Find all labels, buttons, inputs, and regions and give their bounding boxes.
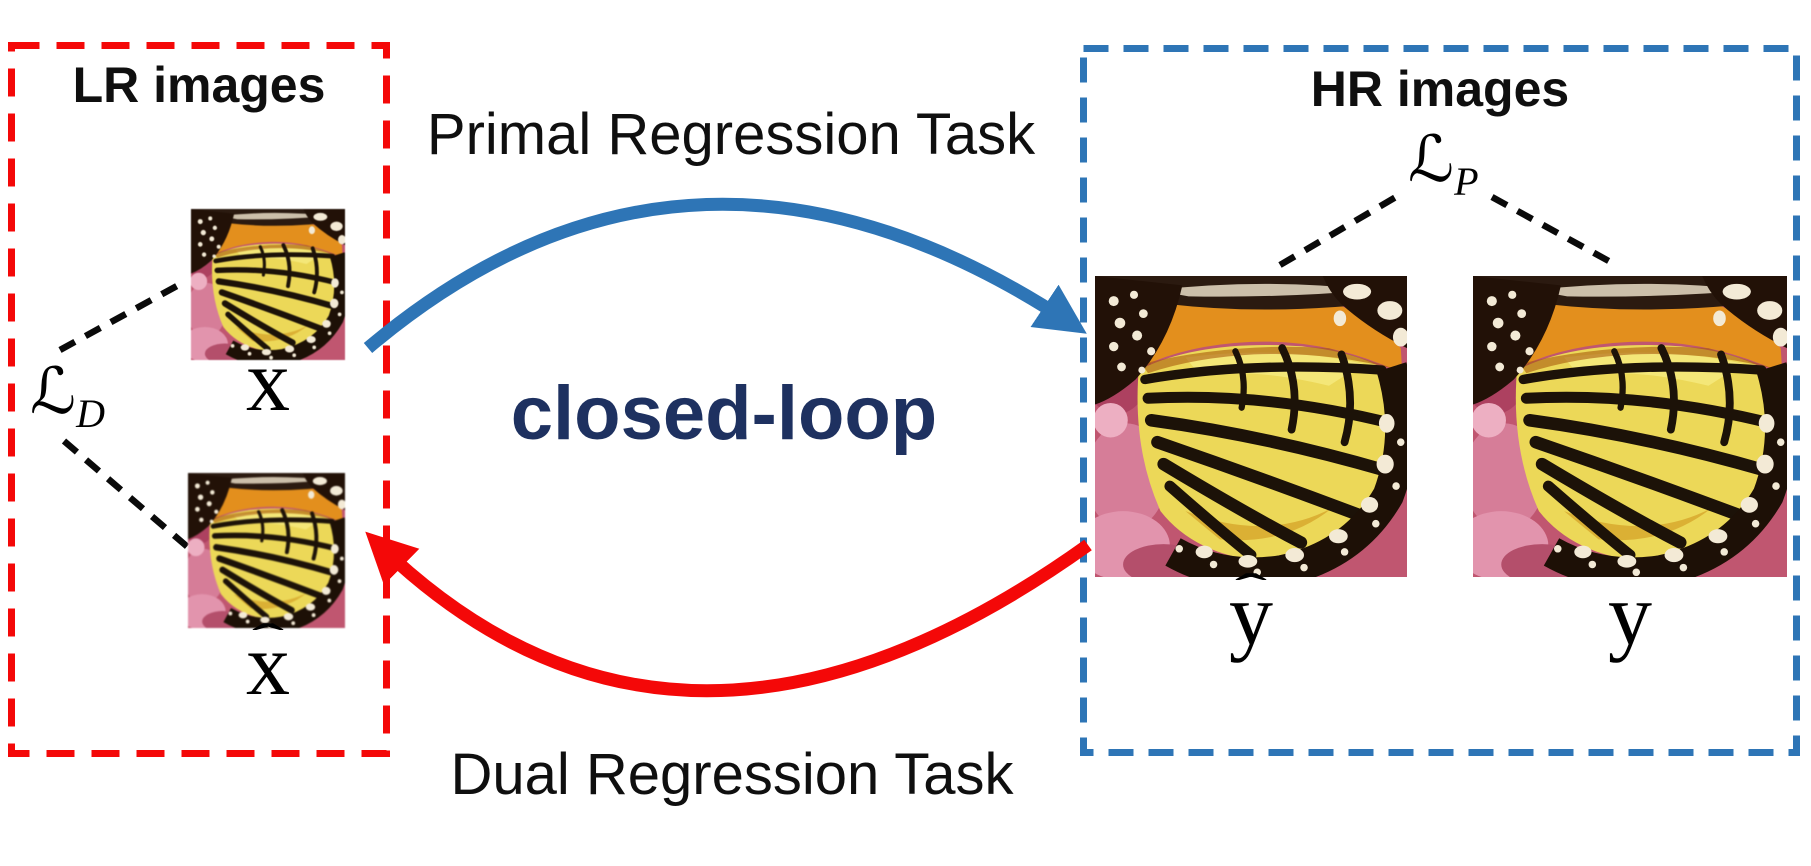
butterfly-image: [188, 473, 345, 628]
loss-p-subscript: P: [1454, 158, 1479, 204]
hat-accent: ˆ: [251, 617, 285, 663]
butterfly-image: [1473, 276, 1787, 577]
label-y-hat-letter: y: [1229, 567, 1273, 664]
loss-p-label: ℒP: [1408, 128, 1479, 201]
butterfly-image: [1095, 276, 1407, 577]
dual-task-label: Dual Regression Task: [450, 742, 1014, 807]
label-y-letter: y: [1608, 567, 1652, 664]
label-x: x: [188, 338, 348, 426]
hr-dashed-box: [1080, 45, 1800, 756]
hat-accent: ˆ: [1234, 567, 1268, 613]
loss-d-label: ℒD: [30, 360, 105, 433]
label-y: y: [1470, 572, 1790, 660]
hr-image-y-hat: [1095, 276, 1407, 577]
loss-p-connector-to-y: [1490, 194, 1618, 268]
lr-dashed-box: [8, 42, 390, 757]
loss-p-letter: ℒ: [1408, 123, 1455, 197]
primal-regression-arrow: [363, 197, 1087, 353]
loss-p-connector-to-y-hat: [1278, 194, 1398, 268]
hr-image-y: [1473, 276, 1787, 577]
label-x-hat-letter: x: [246, 617, 290, 714]
lr-box-title: LR images: [72, 57, 326, 113]
loss-d-connector-to-x-hat: [61, 438, 193, 552]
label-x-letter: x: [246, 333, 290, 430]
closed-loop-label: closed-loop: [510, 371, 938, 456]
dual-regression-arrow: [365, 531, 1092, 698]
loss-d-connector-to-x: [58, 278, 188, 353]
loss-d-letter: ℒ: [30, 355, 77, 429]
lr-image-x-hat: [188, 473, 345, 628]
primal-task-label: Primal Regression Task: [426, 102, 1036, 167]
hr-box-title: HR images: [1310, 61, 1570, 117]
loss-d-subscript: D: [76, 390, 105, 436]
